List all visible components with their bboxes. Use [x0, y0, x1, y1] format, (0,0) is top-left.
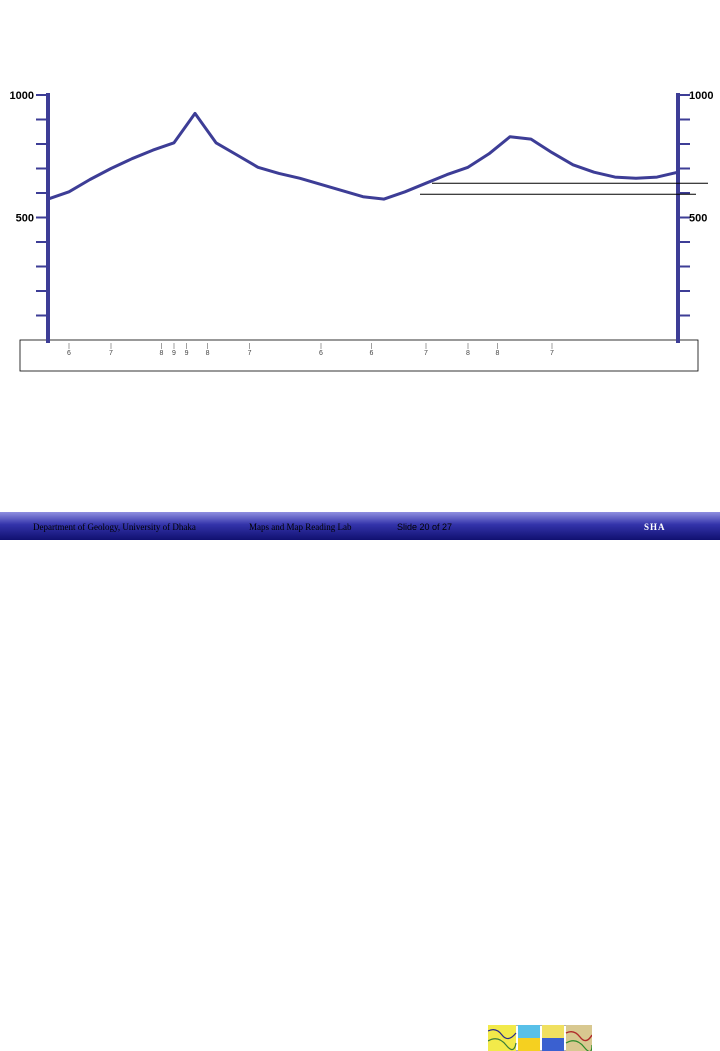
contour-tick-label: 9	[172, 350, 176, 357]
base-map-strip	[19, 339, 699, 372]
profile-chart: 6 7 8 9 9 8 7 6 6 7 8 8 7 1000 1000 500 500	[10, 90, 714, 372]
contour-tick-label: 8	[495, 350, 499, 357]
contour-tick-label: 8	[466, 350, 470, 357]
right-y-label: 1000	[689, 90, 713, 102]
y-axis-labels: 1000 1000 500 500	[10, 90, 714, 225]
footer-slide-number: Slide 20 of 27	[397, 522, 453, 532]
slide-footer: Department of Geology, University of Dha…	[0, 512, 720, 1051]
contour-tick-label: 6	[369, 350, 373, 357]
reference-lines	[420, 182, 708, 195]
footer-department: Department of Geology, University of Dha…	[33, 522, 196, 532]
contour-tick-label: 7	[248, 350, 252, 357]
contour-tick-label: 8	[206, 350, 210, 357]
left-y-label: 500	[16, 213, 34, 225]
strip-frame	[19, 339, 699, 372]
contour-tick-label: 6	[319, 350, 323, 357]
contour-tick-label: 6	[67, 350, 71, 357]
contour-tick-label: 8	[159, 350, 163, 357]
left-y-label: 1000	[10, 90, 34, 102]
geology-thumbnail-image	[488, 1025, 592, 1051]
footer-lab: Maps and Map Reading Lab	[249, 522, 352, 532]
contour-tick-labels: 6 7 8 9 9 8 7 6 6 7 8 8 7	[67, 343, 554, 357]
profile-line	[47, 111, 679, 201]
contour-tick-label: 7	[550, 350, 554, 357]
contour-tick-label: 9	[185, 350, 189, 357]
right-y-label: 500	[689, 213, 707, 225]
profile-series	[47, 111, 679, 201]
contour-tick-label: 7	[424, 350, 428, 357]
contour-tick-label: 7	[109, 350, 113, 357]
footer-brand: SHA	[644, 522, 666, 532]
vertical-axes	[36, 93, 690, 343]
